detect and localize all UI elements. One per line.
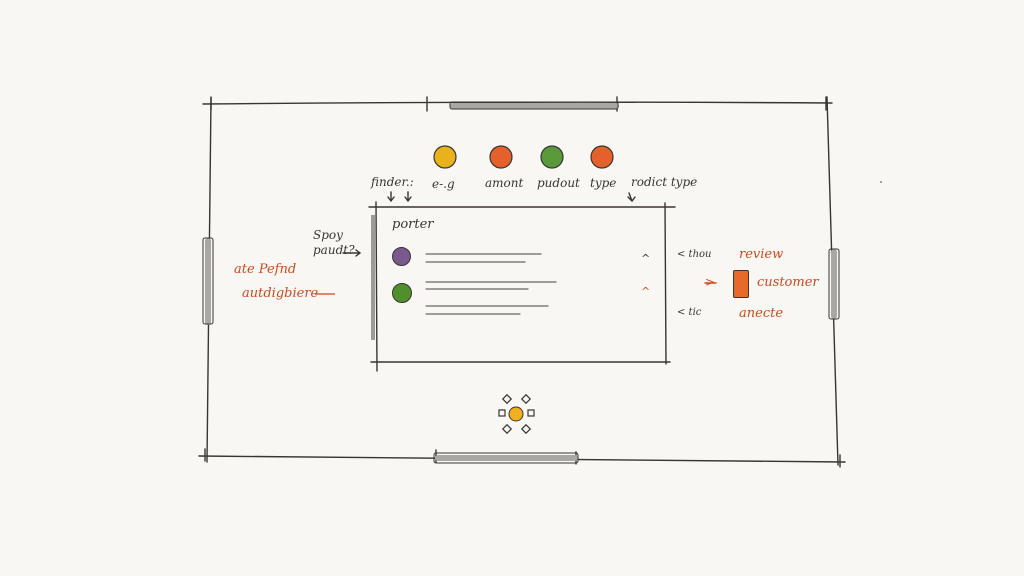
panel-marker-1: ^ xyxy=(641,252,651,265)
right-arrow: > xyxy=(705,275,716,289)
right-side-label-2: < tic xyxy=(677,307,702,318)
sun-gear-icon xyxy=(498,393,535,435)
right-side-label-1: < thou xyxy=(677,249,712,260)
right-red-label-1: review xyxy=(739,247,784,262)
green-dot-icon xyxy=(392,283,412,303)
dot-label-extra: rodict type xyxy=(631,175,698,189)
panel-title: porter xyxy=(392,217,434,232)
speck-mark xyxy=(880,181,882,183)
dot-label-2: e-.g xyxy=(432,177,455,191)
panel-marker-2: ^ xyxy=(641,285,651,298)
right-red-label-3: anecte xyxy=(739,306,784,321)
right-red-label-2: customer xyxy=(757,275,819,290)
left-red-label-1: ate Pefnd xyxy=(234,262,297,277)
dot-label-4: pudout xyxy=(537,176,580,190)
purple-dot-icon xyxy=(392,247,411,266)
left-red-label-2: autdigbiere xyxy=(242,286,319,301)
green-dot-icon xyxy=(540,145,564,169)
orange-dot-icon xyxy=(489,145,513,169)
left-pointer-label: Spoy paudt? xyxy=(313,228,355,257)
dot-label-1: finder.: xyxy=(371,175,414,189)
orange-handle-icon xyxy=(733,270,749,298)
dot-label-3: amont xyxy=(485,176,524,190)
yellow-dot-icon xyxy=(433,145,457,169)
orange-dot-icon xyxy=(590,145,614,169)
dot-label-5: type xyxy=(590,176,617,190)
